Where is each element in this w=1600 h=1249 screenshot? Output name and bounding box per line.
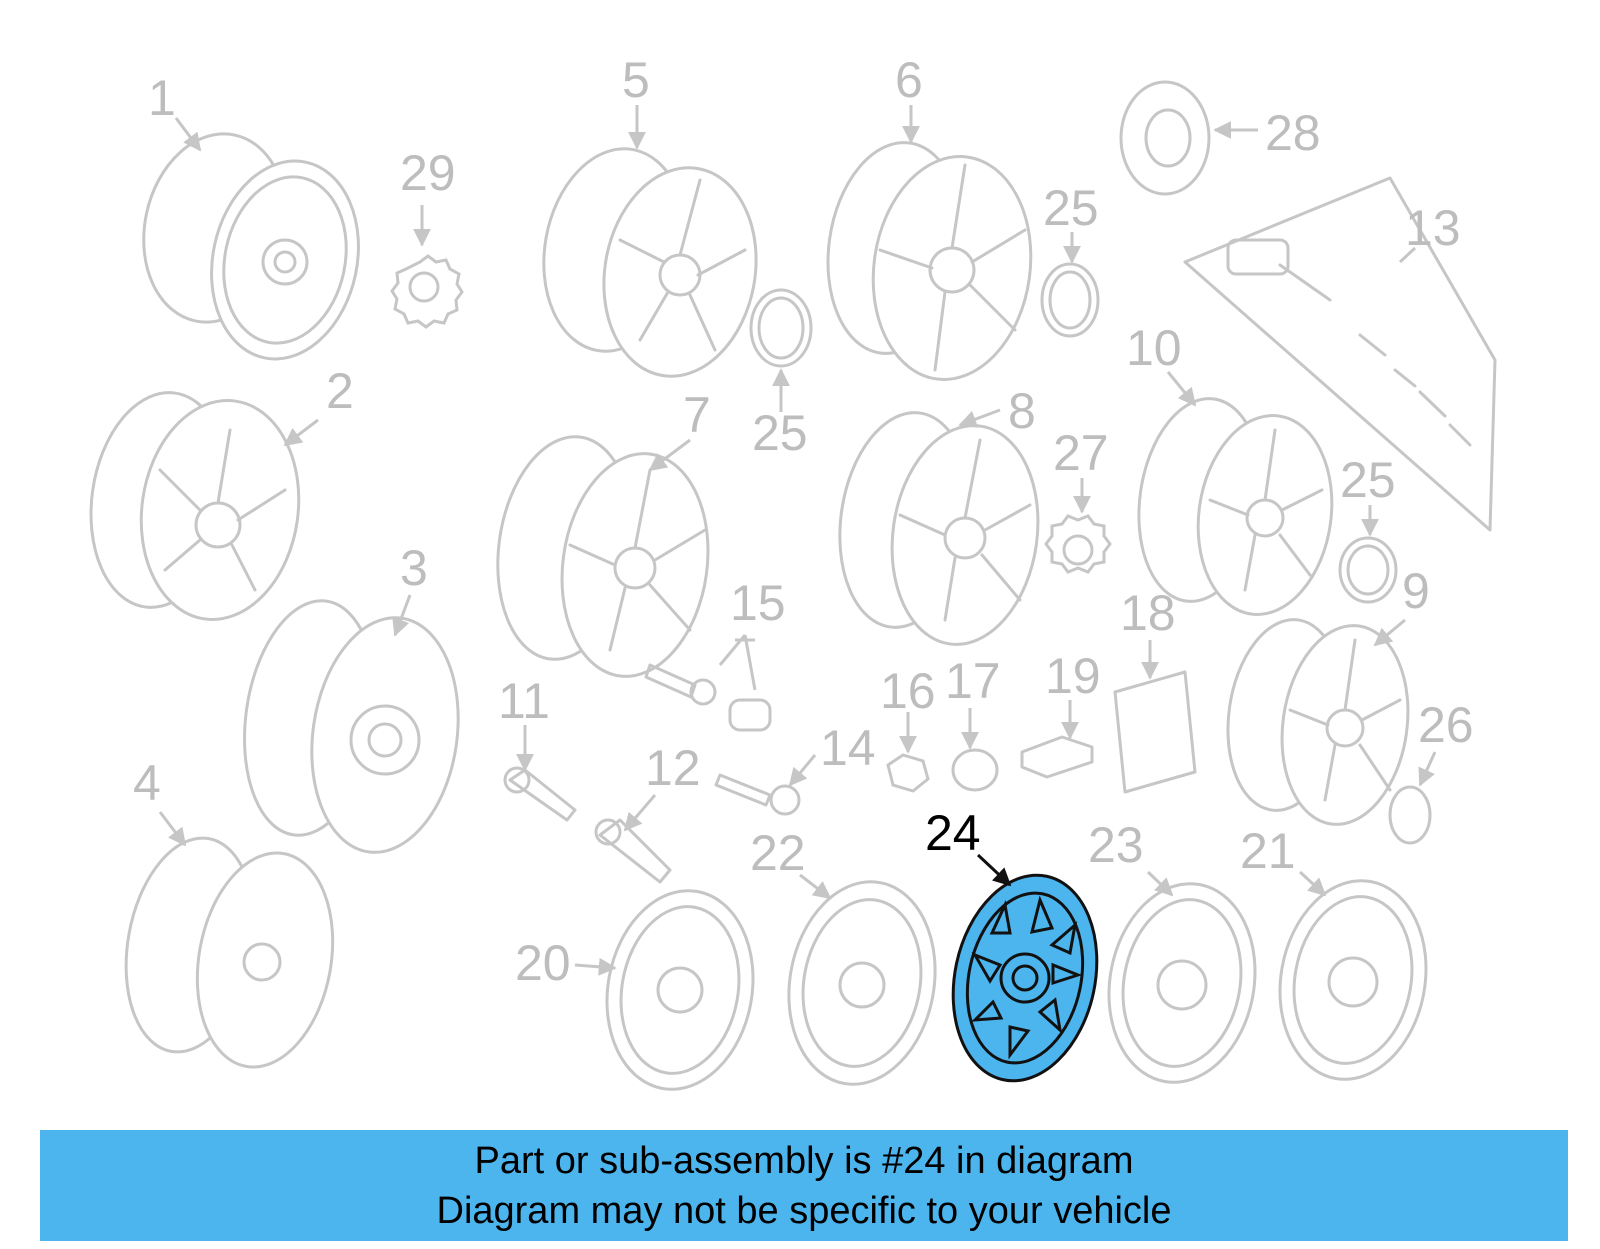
- bolt-11[interactable]: [503, 766, 577, 822]
- leader-lines: [158, 105, 1437, 976]
- wheel-2[interactable]: [78, 384, 313, 630]
- callout-28: 28: [1265, 105, 1321, 161]
- wheel-4[interactable]: [110, 828, 349, 1078]
- wheel-10[interactable]: [1126, 391, 1344, 624]
- callout-25-a: 25: [752, 405, 808, 461]
- callout-15: 15: [730, 575, 786, 631]
- cap-17[interactable]: [951, 748, 999, 792]
- callout-22: 22: [750, 825, 806, 881]
- callout-2: 2: [326, 363, 354, 419]
- bolt-14[interactable]: [714, 773, 801, 816]
- callout-14: 14: [820, 720, 876, 776]
- callout-19: 19: [1045, 648, 1101, 704]
- callout-labels: 1 2 3 4 5 6 7 8 9 10 11 12 13 14 15 16 1…: [133, 52, 1474, 991]
- wheel-1[interactable]: [127, 121, 376, 373]
- callout-3: 3: [400, 540, 428, 596]
- callout-18: 18: [1120, 585, 1176, 641]
- callout-9: 9: [1402, 563, 1430, 619]
- center-cap-27[interactable]: [1044, 514, 1112, 574]
- tool-19[interactable]: [1020, 735, 1094, 779]
- wheel-7[interactable]: [484, 428, 722, 686]
- banner-line-2: Diagram may not be specific to your vehi…: [436, 1190, 1172, 1232]
- valve-12[interactable]: [594, 818, 672, 884]
- banner-line-1: Part or sub-assembly is #24 in diagram: [474, 1140, 1134, 1182]
- callout-6: 6: [895, 52, 923, 108]
- callout-20: 20: [515, 935, 571, 991]
- wheel-cover-20[interactable]: [592, 879, 769, 1101]
- tpms-kit-13[interactable]: [1183, 176, 1497, 532]
- parts-diagram: 1 2 3 4 5 6 7 8 9 10 11 12 13 14 15 16 1…: [78, 52, 1497, 1101]
- callout-23: 23: [1088, 817, 1144, 873]
- wheel-3[interactable]: [230, 592, 473, 862]
- callout-10: 10: [1126, 320, 1182, 376]
- callout-25-c: 25: [1340, 452, 1396, 508]
- center-cap-28[interactable]: [1119, 80, 1211, 196]
- wheel-8[interactable]: [827, 404, 1052, 654]
- callout-29: 29: [400, 145, 456, 201]
- callout-5: 5: [622, 52, 650, 108]
- callout-8: 8: [1008, 383, 1036, 439]
- wheel-cover-24-highlighted[interactable]: [935, 862, 1115, 1095]
- callout-17: 17: [945, 653, 1001, 709]
- callout-7: 7: [683, 387, 711, 443]
- wheel-cover-23[interactable]: [1094, 872, 1271, 1094]
- callout-27: 27: [1053, 425, 1109, 481]
- center-cap-25-a[interactable]: [749, 288, 813, 368]
- callout-12: 12: [645, 740, 701, 796]
- wheel-6[interactable]: [815, 134, 1045, 390]
- wheel-5[interactable]: [528, 137, 772, 388]
- center-cap-25-c[interactable]: [1338, 536, 1398, 604]
- callout-21: 21: [1240, 823, 1296, 879]
- center-cap-25-b[interactable]: [1040, 262, 1100, 338]
- center-cap-26[interactable]: [1388, 785, 1432, 845]
- callout-1: 1: [148, 70, 176, 126]
- bolts-15[interactable]: [644, 663, 772, 732]
- callout-13: 13: [1405, 200, 1461, 256]
- nut-16[interactable]: [886, 753, 930, 793]
- callout-11: 11: [498, 673, 550, 729]
- callout-4: 4: [133, 755, 161, 811]
- callout-25-b: 25: [1043, 180, 1099, 236]
- center-cap-29[interactable]: [390, 254, 464, 329]
- wheel-9[interactable]: [1216, 612, 1420, 833]
- card-18[interactable]: [1113, 670, 1197, 794]
- callout-16: 16: [880, 663, 936, 719]
- wheel-cover-21[interactable]: [1265, 869, 1442, 1091]
- info-banner: Part or sub-assembly is #24 in diagram D…: [40, 1130, 1568, 1241]
- callout-24: 24: [925, 805, 981, 861]
- wheel-cover-22[interactable]: [773, 870, 950, 1096]
- callout-26: 26: [1418, 697, 1474, 753]
